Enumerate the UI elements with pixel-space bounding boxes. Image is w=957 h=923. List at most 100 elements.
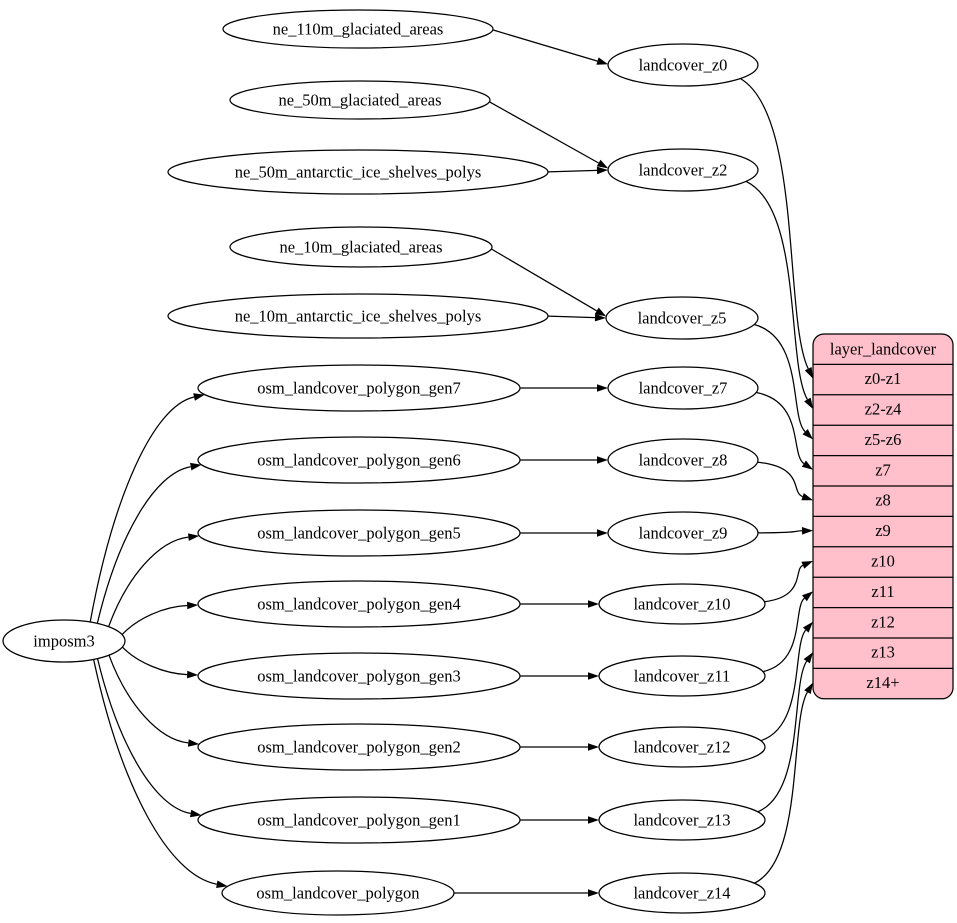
node-label-landcover_z2: landcover_z2 [639, 161, 728, 180]
node-shape-ne_50m_antarctic_ice_shelves_polys [167, 149, 549, 195]
node-label-ne_10m_glaciated_areas: ne_10m_glaciated_areas [279, 238, 442, 257]
node-label-osm_landcover_polygon_gen2: osm_landcover_polygon_gen2 [257, 738, 460, 757]
edge-ne_10m_antarctic_ice_shelves_polys-to-landcover_z5 [547, 315, 596, 319]
node-label-ne_10m_antarctic_ice_shelves_polys: ne_10m_antarctic_ice_shelves_polys [235, 307, 482, 326]
arrowhead-ne_10m_glaciated_areas-to-landcover_z5 [594, 307, 607, 317]
arrowhead-imposm3-to-osm_landcover_polygon_gen7 [193, 393, 205, 401]
node-shape-landcover_z8 [607, 438, 759, 482]
edges-layer [89, 29, 813, 897]
table-layer_landcover: layer_landcoverz0-z1z2-z4z5-z6z7z8z9z10z… [812, 333, 954, 700]
edge-imposm3-to-osm_landcover_polygon [92, 659, 217, 885]
node-label-landcover_z7: landcover_z7 [639, 379, 728, 398]
node-label-osm_landcover_polygon_gen7: osm_landcover_polygon_gen7 [257, 379, 460, 398]
edge-landcover_z5-to-table-2 [754, 323, 806, 433]
node-imposm3: imposm3 [2, 619, 126, 663]
table-row-label-z7: z7 [875, 460, 891, 479]
edge-imposm3-to-osm_landcover_polygon_gen5 [108, 536, 189, 627]
arrowhead-imposm3-to-osm_landcover_polygon_gen3 [187, 670, 199, 679]
edge-landcover_z12-to-table-8 [760, 629, 807, 742]
node-label-landcover_z5: landcover_z5 [638, 309, 727, 328]
node-label-landcover_z11: landcover_z11 [634, 667, 731, 686]
node-landcover_z8: landcover_z8 [607, 438, 759, 482]
node-shape-osm_landcover_polygon_gen7 [197, 364, 521, 412]
arrowhead-ne_110m_glaciated_areas-to-landcover_z0 [596, 57, 609, 65]
node-shape-osm_landcover_polygon_gen1 [197, 796, 521, 844]
edge-landcover_z14-to-table-10 [754, 691, 808, 884]
node-landcover_z14: landcover_z14 [598, 872, 766, 914]
edge-ne_10m_glaciated_areas-to-landcover_z5 [491, 248, 598, 312]
node-ne_10m_glaciated_areas: ne_10m_glaciated_areas [229, 226, 493, 268]
edge-imposm3-to-osm_landcover_polygon_gen1 [96, 658, 191, 815]
arrowhead-osm_landcover_polygon_gen1-to-landcover_z13 [588, 816, 599, 824]
table-row-label-z5-z6: z5-z6 [865, 430, 902, 449]
node-shape-ne_10m_glaciated_areas [229, 226, 493, 268]
arrowhead-landcover_z10-to-table-6 [801, 561, 813, 569]
arrowhead-landcover_z14-to-table-10 [804, 682, 813, 694]
edge-imposm3-to-osm_landcover_polygon_gen4 [121, 604, 188, 636]
node-shape-osm_landcover_polygon_gen2 [197, 723, 521, 771]
node-ne_10m_antarctic_ice_shelves_polys: ne_10m_antarctic_ice_shelves_polys [167, 293, 549, 339]
node-label-imposm3: imposm3 [33, 632, 94, 651]
edge-landcover_z2-to-table-1 [745, 180, 808, 400]
node-label-ne_50m_glaciated_areas: ne_50m_glaciated_areas [278, 91, 441, 110]
node-label-landcover_z0: landcover_z0 [639, 56, 728, 75]
node-ne_50m_antarctic_ice_shelves_polys: ne_50m_antarctic_ice_shelves_polys [167, 149, 549, 195]
node-osm_landcover_polygon: osm_landcover_polygon [221, 870, 455, 916]
edge-imposm3-to-osm_landcover_polygon_gen7 [89, 396, 195, 623]
node-shape-osm_landcover_polygon [221, 870, 455, 916]
arrowhead-imposm3-to-osm_landcover_polygon_gen1 [190, 809, 202, 818]
node-shape-imposm3 [2, 619, 126, 663]
edge-landcover_z13-to-table-9 [757, 660, 808, 813]
edge-ne_50m_glaciated_areas-to-landcover_z2 [489, 101, 599, 164]
arrowhead-osm_landcover_polygon_gen7-to-landcover_z7 [597, 384, 608, 392]
arrowhead-imposm3-to-osm_landcover_polygon_gen5 [188, 533, 200, 541]
node-label-osm_landcover_polygon: osm_landcover_polygon [256, 884, 419, 903]
edge-ne_110m_glaciated_areas-to-landcover_z0 [492, 29, 598, 62]
edge-landcover_z10-to-table-6 [764, 564, 804, 603]
node-label-osm_landcover_polygon_gen4: osm_landcover_polygon_gen4 [257, 595, 460, 614]
arrowhead-osm_landcover_polygon_gen4-to-landcover_z10 [588, 600, 599, 608]
arrowhead-imposm3-to-osm_landcover_polygon_gen4 [187, 601, 199, 610]
node-osm_landcover_polygon_gen1: osm_landcover_polygon_gen1 [197, 796, 521, 844]
node-label-landcover_z10: landcover_z10 [633, 595, 730, 614]
node-shape-osm_landcover_polygon_gen5 [197, 509, 521, 557]
table-row-label-z14+: z14+ [866, 673, 899, 692]
node-shape-landcover_z11 [598, 655, 766, 697]
node-label-ne_50m_antarctic_ice_shelves_polys: ne_50m_antarctic_ice_shelves_polys [235, 163, 482, 182]
node-label-osm_landcover_polygon_gen6: osm_landcover_polygon_gen6 [257, 451, 460, 470]
edge-imposm3-to-osm_landcover_polygon_gen2 [108, 654, 189, 744]
node-osm_landcover_polygon_gen7: osm_landcover_polygon_gen7 [197, 364, 521, 412]
arrowhead-imposm3-to-osm_landcover_polygon_gen6 [190, 462, 202, 471]
node-shape-landcover_z7 [607, 366, 759, 410]
node-shape-osm_landcover_polygon_gen4 [197, 580, 521, 628]
node-label-landcover_z8: landcover_z8 [639, 451, 728, 470]
arrowhead-landcover_z12-to-table-8 [802, 621, 813, 633]
arrowhead-landcover_z2-to-table-1 [804, 397, 813, 409]
node-osm_landcover_polygon_gen5: osm_landcover_polygon_gen5 [197, 509, 521, 557]
table-row-label-z8: z8 [875, 491, 891, 510]
arrowhead-osm_landcover_polygon_gen5-to-landcover_z9 [597, 529, 608, 537]
arrowhead-ne_50m_glaciated_areas-to-landcover_z2 [596, 159, 609, 169]
node-osm_landcover_polygon_gen3: osm_landcover_polygon_gen3 [197, 652, 521, 700]
arrowhead-ne_10m_antarctic_ice_shelves_polys-to-landcover_z5 [594, 313, 606, 322]
node-label-osm_landcover_polygon_gen1: osm_landcover_polygon_gen1 [257, 811, 460, 830]
node-shape-landcover_z2 [607, 148, 759, 192]
table-row-label-z0-z1: z0-z1 [865, 369, 902, 388]
edge-landcover_z8-to-table-4 [757, 461, 803, 498]
node-label-osm_landcover_polygon_gen5: osm_landcover_polygon_gen5 [257, 524, 460, 543]
edge-landcover_z9-to-table-5 [757, 530, 803, 534]
arrowhead-landcover_z7-to-table-3 [801, 460, 813, 470]
node-label-landcover_z14: landcover_z14 [633, 884, 730, 903]
table-row-label-z2-z4: z2-z4 [865, 400, 902, 419]
edge-landcover_z11-to-table-7 [762, 597, 805, 673]
node-landcover_z7: landcover_z7 [607, 366, 759, 410]
table-row-label-z10: z10 [871, 552, 895, 571]
arrowhead-osm_landcover_polygon_gen6-to-landcover_z8 [597, 456, 608, 464]
node-landcover_z13: landcover_z13 [598, 799, 766, 841]
table-row-label-z12: z12 [871, 612, 895, 631]
node-shape-landcover_z14 [598, 872, 766, 914]
arrowhead-landcover_z8-to-table-4 [801, 493, 813, 501]
node-shape-landcover_z12 [598, 726, 766, 768]
